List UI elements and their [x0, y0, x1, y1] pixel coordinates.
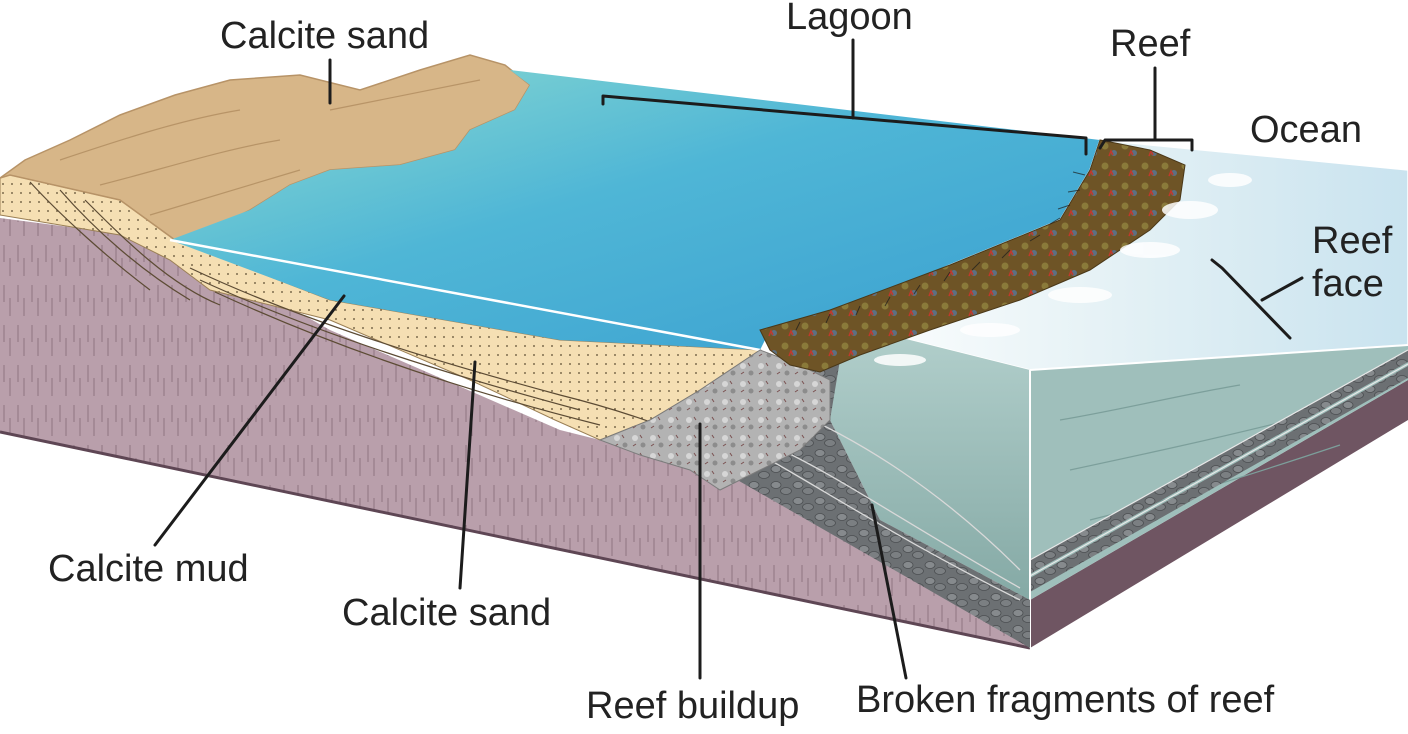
- reef-buildup: [598, 349, 831, 491]
- label-reef-face-line2: face: [1312, 263, 1384, 305]
- leader-lines: [153, 38, 1304, 680]
- leader-calcite-sand-bottom: [458, 360, 477, 590]
- leader-calcite-mud: [153, 294, 346, 547]
- bracket-reef-face: [1210, 258, 1304, 340]
- surf-foam: [874, 173, 1252, 366]
- dune-shading: [59, 79, 481, 216]
- label-calcite-sand-bottom: Calcite sand: [342, 592, 551, 634]
- reef-crest: [759, 139, 1186, 373]
- leader-broken-fragments: [870, 503, 908, 680]
- bedrock-bottom-edge: [0, 430, 1031, 650]
- label-reef-buildup: Reef buildup: [586, 685, 799, 727]
- bedrock-side-face: [1030, 380, 1408, 648]
- label-broken-fragments: Broken fragments of reef: [856, 679, 1275, 721]
- ocean-floor-layers: [1029, 349, 1408, 592]
- ocean-cross-section: [830, 320, 1030, 600]
- label-ocean: Ocean: [1250, 109, 1362, 151]
- bracket-lagoon: [601, 38, 1088, 156]
- label-reef: Reef: [1110, 23, 1191, 65]
- lagoon-water: [170, 70, 1100, 350]
- sand-bedding-lines: [29, 181, 671, 431]
- reef-bristles: [795, 171, 1086, 331]
- label-lagoon: Lagoon: [786, 0, 913, 38]
- bracket-reef: [1098, 66, 1194, 152]
- bedrock-front-face: [0, 218, 1030, 648]
- label-reef-face-line1: Reef: [1312, 220, 1393, 262]
- lagoon-front-edge: [169, 238, 761, 352]
- label-calcite-sand-top: Calcite sand: [220, 15, 429, 57]
- label-calcite-mud: Calcite mud: [48, 548, 249, 590]
